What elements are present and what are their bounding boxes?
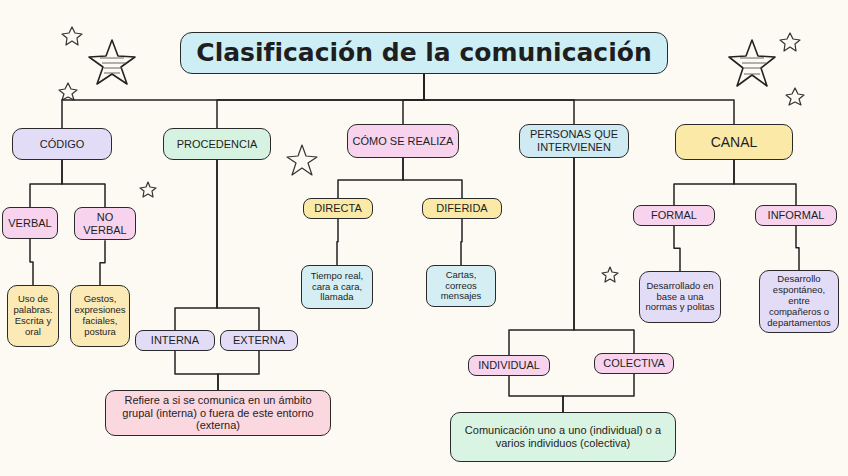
- node-label: INFORMAL: [768, 209, 825, 222]
- tree-connector: [509, 376, 563, 412]
- description-box: Comunicación uno a uno (individual) o a …: [450, 412, 676, 462]
- tree-connector: [674, 226, 680, 271]
- star: [62, 27, 82, 45]
- node-label: Cartas, correos mensajes: [431, 270, 491, 303]
- tree-connector: [100, 240, 105, 285]
- node-label: CANAL: [711, 134, 758, 150]
- node-label: Comunicación uno a uno (individual) o a …: [455, 424, 671, 449]
- type-box: NO VERBAL: [74, 207, 136, 240]
- category-box: CANAL: [675, 124, 793, 160]
- category-box: CÓMO SE REALIZA: [347, 124, 459, 158]
- tree-connector: [218, 351, 259, 390]
- description-box: Uso de palabras. Escrita y oral: [7, 285, 59, 347]
- star: [602, 267, 618, 282]
- tree-connector: [62, 74, 424, 128]
- node-label: FORMAL: [651, 209, 697, 222]
- tree-connector: [338, 158, 403, 198]
- tree-connector: [563, 374, 634, 412]
- node-label: PROCEDENCIA: [177, 138, 258, 151]
- node-label: NO VERBAL: [79, 211, 131, 236]
- category-box: CÓDIGO: [12, 128, 112, 160]
- tree-connector: [30, 160, 62, 207]
- tree-connector: [509, 158, 574, 355]
- star: [287, 145, 317, 175]
- tree-connector: [674, 160, 734, 205]
- tree-connector: [30, 239, 33, 285]
- description-box: Refiere a si se comunica en un ámbito gr…: [105, 390, 331, 436]
- tree-connector: [403, 74, 424, 124]
- node-label: DIFERIDA: [436, 202, 487, 215]
- type-box: DIFERIDA: [422, 198, 502, 219]
- node-label: EXTERNA: [233, 334, 285, 347]
- node-label: CÓDIGO: [40, 138, 85, 151]
- type-box: FORMAL: [633, 205, 715, 226]
- node-label: Refiere a si se comunica en un ámbito gr…: [110, 394, 326, 432]
- tree-connector: [796, 226, 799, 270]
- type-box: COLECTIVA: [594, 353, 674, 374]
- node-label: COLECTIVA: [603, 357, 665, 370]
- category-box: PROCEDENCIA: [163, 128, 271, 160]
- node-label: PERSONAS QUE INTERVIENEN: [524, 128, 624, 153]
- type-box: INFORMAL: [755, 205, 837, 226]
- type-box: EXTERNA: [220, 330, 298, 351]
- tree-connector: [217, 160, 259, 330]
- tree-connector: [424, 74, 734, 124]
- tree-connector: [574, 158, 634, 353]
- tree-connector: [217, 74, 424, 128]
- description-box: Gestos, expresiones faciales, postura: [70, 285, 130, 347]
- node-label: Desarrollado en base a una normas y poli…: [644, 281, 716, 314]
- description-box: Tiempo real, cara a cara, llamada: [301, 265, 373, 309]
- star: [786, 88, 804, 105]
- node-label: CÓMO SE REALIZA: [353, 135, 454, 148]
- tree-connector: [337, 219, 338, 265]
- type-box: INTERNA: [135, 330, 215, 351]
- tree-connector: [62, 160, 105, 207]
- tree-connector: [424, 74, 574, 124]
- node-label: Gestos, expresiones faciales, postura: [74, 294, 125, 338]
- star-big: [729, 40, 775, 86]
- star: [780, 33, 800, 51]
- tree-connector: [734, 160, 796, 205]
- node-label: DIRECTA: [314, 202, 361, 215]
- title-box: Clasificación de la comunicación: [180, 32, 668, 74]
- star-big: [89, 40, 135, 84]
- tree-connector: [175, 160, 217, 330]
- star: [59, 83, 77, 100]
- node-label: INTERNA: [151, 334, 199, 347]
- type-box: DIRECTA: [303, 198, 373, 219]
- node-label: VERBAL: [8, 217, 51, 230]
- node-label: INDIVIDUAL: [478, 359, 540, 372]
- description-box: Desarrollado en base a una normas y poli…: [639, 271, 721, 323]
- type-box: INDIVIDUAL: [468, 355, 550, 376]
- tree-connector: [175, 351, 218, 390]
- description-box: Desarrollo espontáneo, entre compañeros …: [759, 270, 839, 333]
- node-label: Desarrollo espontáneo, entre compañeros …: [764, 274, 834, 329]
- star: [140, 182, 156, 197]
- category-box: PERSONAS QUE INTERVIENEN: [519, 124, 629, 158]
- node-label: Clasificación de la comunicación: [196, 39, 651, 68]
- tree-connector: [403, 158, 462, 198]
- node-label: Uso de palabras. Escrita y oral: [12, 294, 54, 338]
- tree-connector: [461, 219, 462, 265]
- node-label: Tiempo real, cara a cara, llamada: [306, 271, 368, 304]
- description-box: Cartas, correos mensajes: [426, 265, 496, 307]
- type-box: VERBAL: [2, 207, 58, 239]
